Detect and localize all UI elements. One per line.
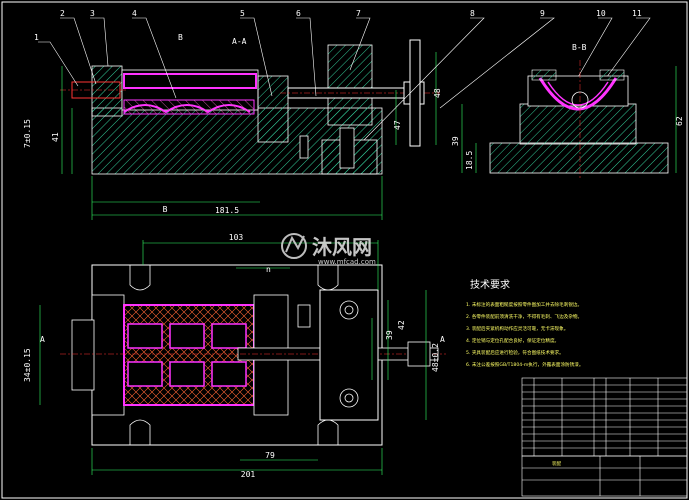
part-number-1: 1 — [34, 33, 39, 42]
plan-handle-hub — [407, 341, 431, 367]
plan-slot-bot-left — [129, 419, 151, 445]
section-label-aa: A-A — [232, 37, 247, 46]
front-pin — [299, 135, 309, 159]
dim-front-overall: 181.5 — [215, 206, 239, 215]
dim-plan-n: n — [266, 265, 271, 274]
plan-cell-6 — [211, 361, 247, 387]
dim-plan-42: 42 — [397, 320, 406, 330]
plan-bolt-bot-inner — [344, 393, 354, 403]
plan-view — [60, 264, 446, 446]
front-view — [60, 39, 440, 175]
bb-clamp-right — [599, 69, 625, 81]
front-bolt — [339, 127, 355, 169]
plan-slot-top-left — [129, 265, 151, 291]
dim-plan-34: 34±0.15 — [23, 348, 32, 382]
dim-plan-201: 201 — [241, 470, 256, 479]
section-label-b-arrow: B — [178, 33, 183, 42]
section-label-bb: B-B — [572, 43, 587, 52]
plan-pin — [297, 304, 311, 328]
front-bracket — [327, 44, 373, 126]
dim-front-48: 48 — [433, 88, 442, 98]
watermark-url: www.mfcad.com — [318, 258, 376, 266]
leader-lines — [38, 17, 651, 141]
section-bb-view — [489, 60, 669, 180]
dim-plan-39: 39 — [385, 330, 394, 340]
tech-req-item: 5. 夹具装配后应进行检验，符合图纸技术要求。 — [466, 349, 564, 356]
title-block — [521, 455, 688, 497]
bb-vblock-inner — [547, 81, 609, 106]
plan-dimensions — [39, 240, 427, 475]
front-dimensions — [61, 52, 437, 220]
dim-plan-103: 103 — [229, 233, 244, 242]
dim-right-18-5: 18.5 — [465, 151, 474, 170]
bb-top — [527, 75, 629, 107]
section-label-b-top: B — [163, 205, 168, 214]
front-jaw-upper — [123, 73, 257, 89]
watermark-brand: 沐风网 — [312, 235, 372, 259]
parts-list-table — [521, 377, 688, 457]
dim-front-47: 47 — [393, 120, 402, 130]
tech-req-item: 2. 各零件装配前须清洗干净，不得有毛刺、飞边及杂物。 — [466, 313, 582, 320]
plan-bracket — [319, 289, 379, 421]
plan-bolt-top — [339, 300, 359, 320]
watermark-logo-icon — [281, 233, 307, 259]
plan-left-rail — [91, 294, 125, 416]
part-number-5: 5 — [240, 9, 245, 18]
plan-cell-1 — [127, 323, 163, 349]
tech-req-title: 技术要求 — [470, 278, 510, 291]
bb-clamp-left — [531, 69, 557, 81]
dim-front-tol-left: 7±0.15 — [23, 119, 32, 148]
part-number-11: 11 — [632, 9, 642, 18]
front-workpiece — [123, 99, 255, 115]
plan-cell-3 — [211, 323, 247, 349]
bb-vblock — [538, 77, 618, 111]
dim-plan-48: 48±0.2 — [431, 343, 440, 372]
title-block-heading: 装配 — [552, 460, 561, 467]
tech-req-item: 6. 未注公差按照GB/T1804-m执行，外露表面涂防锈漆。 — [466, 361, 583, 368]
plan-workpiece-frame — [123, 304, 255, 406]
plan-bolt-bot — [339, 388, 359, 408]
part-number-2: 2 — [60, 9, 65, 18]
plan-bolt-top-inner — [344, 305, 354, 315]
tech-req-item: 1. 未标注的表面粗糙度按照零件图加工并去除毛刺锐边。 — [466, 301, 582, 308]
part-number-7: 7 — [356, 9, 361, 18]
front-left-block — [91, 65, 123, 117]
dim-front-height-left: 41 — [51, 132, 60, 142]
part-number-3: 3 — [90, 9, 95, 18]
watermark-logo-mark — [285, 235, 305, 253]
bb-dimensions — [461, 66, 677, 173]
plan-cell-2 — [169, 323, 205, 349]
tech-req-item: 4. 定位销与定位孔配合良好，保证定位精度。 — [466, 337, 559, 344]
dim-plan-79: 79 — [265, 451, 275, 460]
section-label-a-right: A — [440, 335, 445, 344]
dim-right-39: 39 — [451, 136, 460, 146]
plan-cell-5 — [169, 361, 205, 387]
part-number-8: 8 — [470, 9, 475, 18]
part-number-10: 10 — [596, 9, 606, 18]
tech-req-item: 3. 装配后夹紧机构动作应灵活可靠，无卡滞现象。 — [466, 325, 568, 332]
bb-base — [489, 142, 669, 174]
plan-left-nut — [71, 319, 95, 391]
plan-cell-4 — [127, 361, 163, 387]
watermark: 沐风网 www.mfcad.com — [281, 233, 376, 266]
tech-req-list: 1. 未标注的表面粗糙度按照零件图加工并去除毛刺锐边。 2. 各零件装配前须清洗… — [466, 301, 583, 368]
dim-right-62: 62 — [675, 116, 684, 126]
part-number-4: 4 — [132, 9, 137, 18]
front-handle-bar — [409, 39, 421, 147]
section-label-a-left: A — [40, 335, 45, 344]
bb-body — [519, 103, 637, 145]
front-block-5 — [257, 75, 289, 143]
part-number-9: 9 — [540, 9, 545, 18]
part-number-6: 6 — [296, 9, 301, 18]
